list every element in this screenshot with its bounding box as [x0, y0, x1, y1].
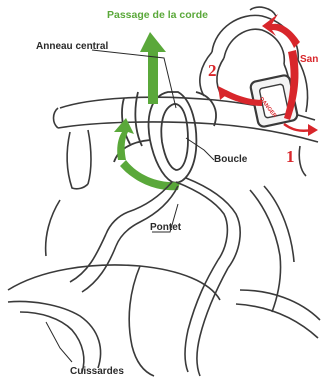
label-pontet: Pontet	[150, 222, 182, 233]
pontet-and-cuissardes	[8, 178, 320, 376]
label-passage-de-la-corde: Passage de la corde	[107, 9, 208, 21]
label-sangle: San	[300, 54, 318, 65]
step-number-2: 2	[208, 61, 217, 80]
label-boucle: Boucle	[214, 154, 248, 165]
label-anneau-central: Anneau central	[36, 41, 108, 52]
step-number-1: 1	[286, 147, 295, 166]
leader-lines	[46, 50, 214, 362]
label-cuissardes: Cuissardes	[70, 366, 124, 377]
